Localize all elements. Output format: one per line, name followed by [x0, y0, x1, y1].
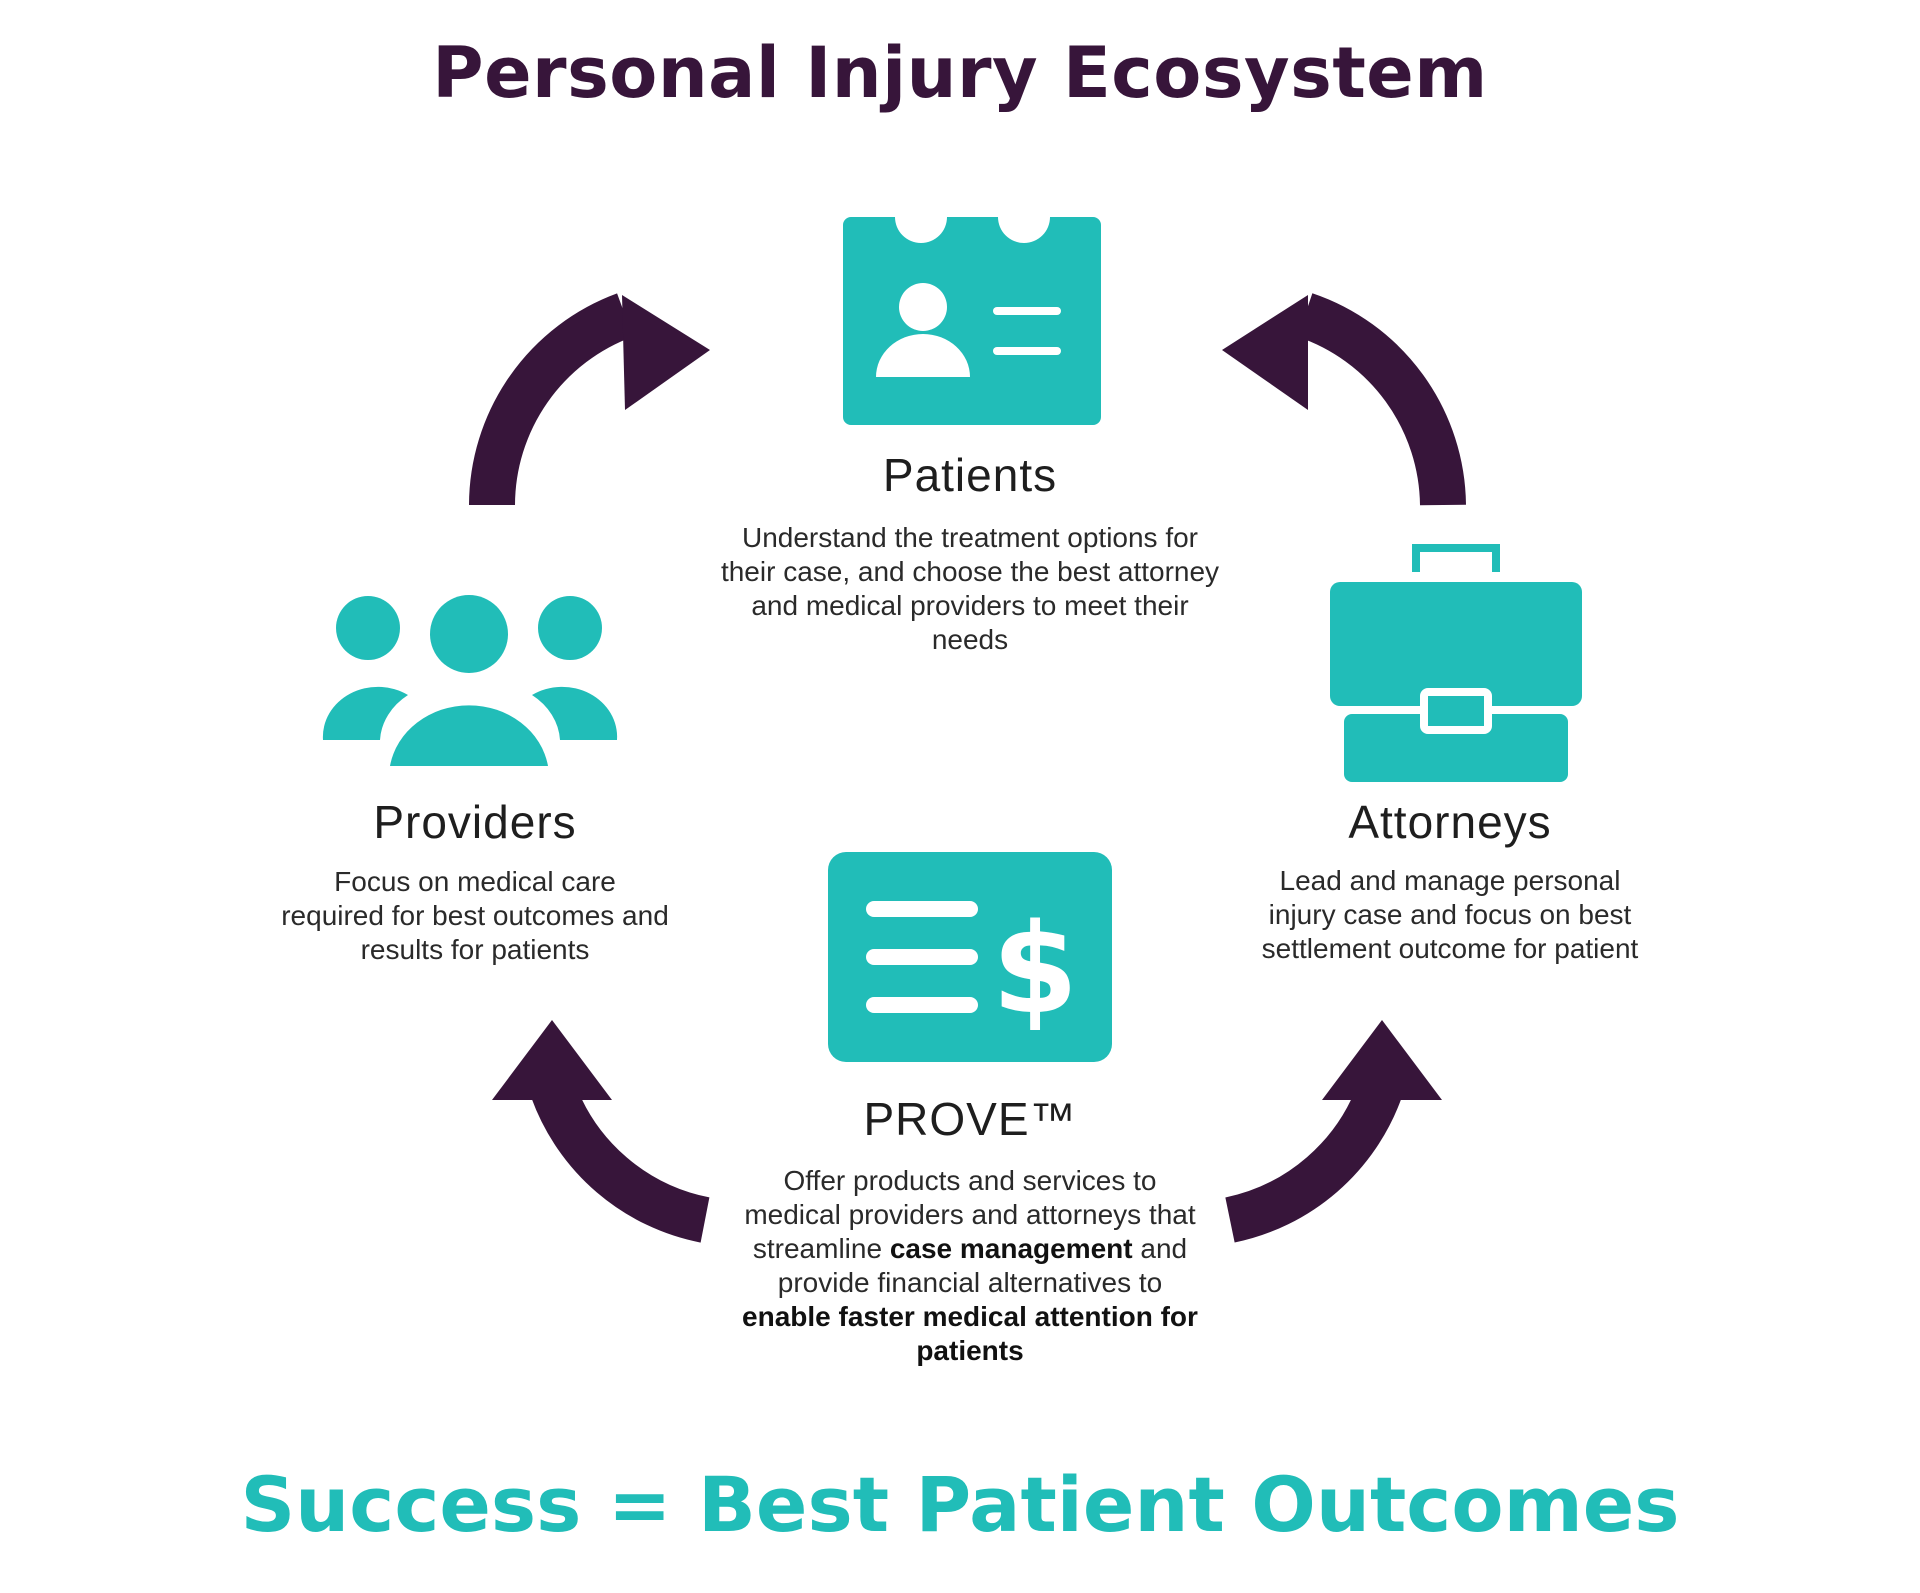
- attorneys-desc: Lead and manage personal injury case and…: [1261, 865, 1639, 964]
- providers-desc: Focus on medical care required for best …: [281, 866, 669, 965]
- attorneys-title: Attorneys: [1348, 796, 1552, 848]
- prove-desc-part-1: Offer products and services to medical p…: [744, 1165, 1196, 1264]
- svg-text:$: $: [992, 898, 1078, 1042]
- prove-desc-part-2: and provide financial alternatives to: [777, 1233, 1188, 1298]
- patients-title: Patients: [882, 449, 1058, 501]
- briefcase-icon: [1330, 544, 1582, 782]
- prove-desc-bold-2: enable faster medical attention for pati…: [742, 1301, 1198, 1366]
- arrow-prove-to-attorneys: [1224, 1020, 1442, 1243]
- arrow-attorneys-to-patients: [1222, 293, 1466, 506]
- prove-desc-bold-1: case management: [889, 1233, 1133, 1264]
- patients-desc: Understand the treatment options for the…: [720, 522, 1220, 655]
- diagram-title: Personal Injury Ecosystem: [432, 32, 1488, 114]
- patient-id-card-icon: [843, 217, 1101, 425]
- arrow-prove-to-providers: [492, 1020, 710, 1243]
- providers-title: Providers: [373, 796, 577, 848]
- success-tagline: Success = Best Patient Outcomes: [240, 1460, 1680, 1549]
- people-group-icon: [322, 595, 618, 766]
- prove-title: PROVE™: [863, 1093, 1077, 1145]
- arrow-providers-to-patients: [469, 293, 710, 506]
- prove-desc: Offer products and services to medical p…: [735, 1164, 1205, 1368]
- invoice-dollar-icon: $: [828, 852, 1112, 1062]
